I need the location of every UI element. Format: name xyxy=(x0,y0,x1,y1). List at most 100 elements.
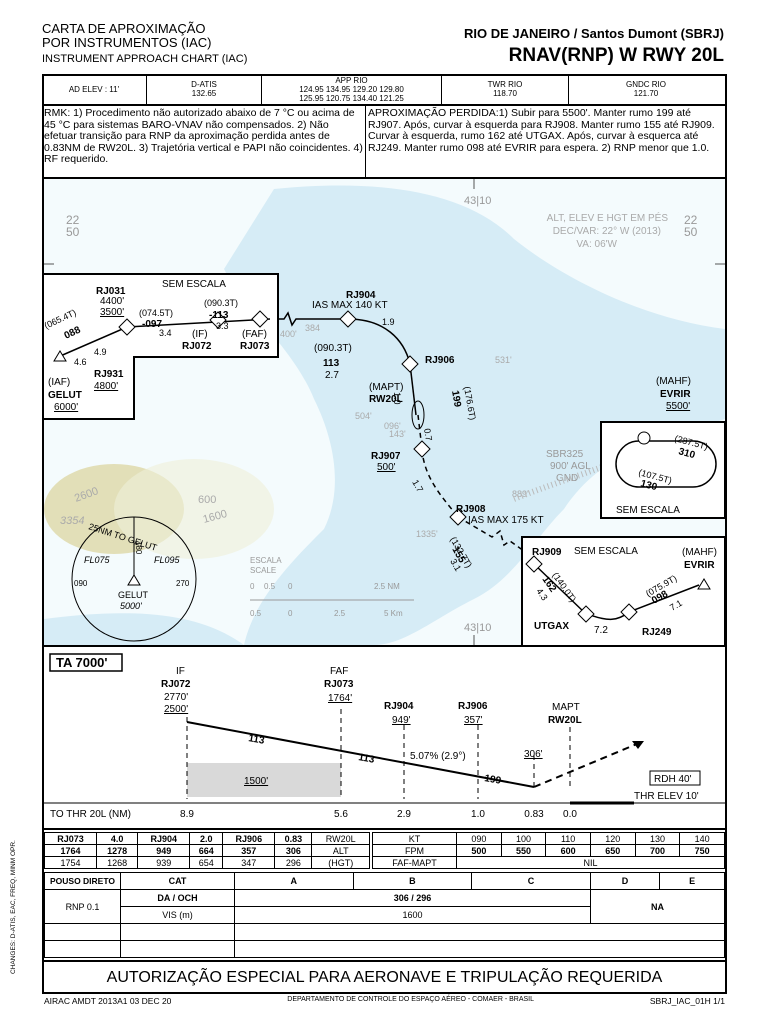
gndc-freq: 121.70 xyxy=(633,89,659,98)
rj904-alt: 949' xyxy=(392,715,411,726)
course-090: (090.3T) xyxy=(204,298,238,308)
datis-freq: 132.65 xyxy=(191,89,217,98)
inset-box-right xyxy=(521,536,725,645)
obst-531: 531' xyxy=(495,355,512,365)
obst-143: 143' xyxy=(389,429,406,439)
dist-4-9: 4.9 xyxy=(94,347,107,357)
cell: 700 xyxy=(634,844,681,857)
cell: RJ904 xyxy=(137,832,191,845)
sbr325-label: SBR325 xyxy=(546,449,584,460)
procedure-header: RIO DE JANEIRO / Santos Dumont (SBRJ) RN… xyxy=(464,26,724,67)
if-label: (IF) xyxy=(192,329,208,340)
cat-c: C xyxy=(471,872,591,890)
rj906-waypoint xyxy=(401,355,419,373)
terrain-mid xyxy=(114,459,274,559)
alt-table-row: 1754 1268 939 654 347 296 (HGT) xyxy=(44,856,370,869)
mapt-label: (MAPT) xyxy=(369,382,403,393)
cell: 949 xyxy=(137,844,191,857)
taa-gelut-triangle xyxy=(127,574,141,586)
grid-lat-left: 22 xyxy=(66,213,80,227)
cell: FPM xyxy=(372,844,457,857)
h1500: 1500' xyxy=(244,776,268,787)
title-line-1: CARTA DE APROXIMAÇÃO xyxy=(42,21,206,36)
airac-amdt: AIRAC AMDT 2013A1 03 DEC 20 xyxy=(44,996,172,1006)
hold-inset xyxy=(600,421,725,519)
cell: 120 xyxy=(589,832,636,845)
dist-2-9: 2.9 xyxy=(397,809,411,820)
da-och-label: DA / OCH xyxy=(120,889,235,907)
sem-escala-left: SEM ESCALA xyxy=(162,279,226,290)
da-och-value: 306 / 296 xyxy=(234,889,591,907)
remarks-bottom-rule xyxy=(42,177,727,179)
twr-label: TWR RIO xyxy=(487,80,523,89)
rj072-alt-2: 2500' xyxy=(164,704,188,715)
rj908-label: RJ908 xyxy=(456,504,486,515)
rj904-label: RJ904 xyxy=(346,290,376,301)
hold-130: 130 xyxy=(639,478,658,493)
course-199: 199 xyxy=(449,390,463,409)
department: DEPARTAMENTO DE CONTROLE DO ESPAÇO AÉREO… xyxy=(287,996,534,1003)
ta-box xyxy=(49,653,123,672)
cell: 140 xyxy=(679,832,725,845)
speed-table-row: FAF-MAPT NIL xyxy=(372,856,725,869)
rw20l-label: RW20L xyxy=(369,394,403,405)
ias-140: IAS MAX 140 KT xyxy=(312,300,388,311)
rj031-alt-2: 3500' xyxy=(100,307,124,318)
rj908-waypoint xyxy=(449,508,467,526)
cell: RW20L xyxy=(311,832,370,845)
cell: 296 xyxy=(274,856,313,869)
rj906-alt: 357' xyxy=(464,715,483,726)
cell: 130 xyxy=(634,832,681,845)
dist-1-0: 1.0 xyxy=(471,809,485,820)
pouso-direto: POUSO DIRETO xyxy=(44,872,121,890)
taa-fl095: FL095 xyxy=(154,555,181,565)
cell: 100 xyxy=(500,832,547,845)
course-097: -097 xyxy=(142,319,162,330)
twr-freq: 118.70 xyxy=(493,89,517,98)
cell: RJ073 xyxy=(44,832,97,845)
mapt-label: MAPT xyxy=(552,702,580,713)
remarks-divider xyxy=(365,106,366,178)
ocean-water xyxy=(44,613,244,645)
rj031-alt-1: 4400' xyxy=(100,296,124,307)
dist-0-0: 0.0 xyxy=(563,809,577,820)
missed-approach: APROXIMAÇÃO PERDIDA:1) Subir para 5500'.… xyxy=(368,107,715,154)
rj249-waypoint xyxy=(620,603,638,621)
dist-0-83: 0.83 xyxy=(524,809,544,820)
evrir-2: EVRIR xyxy=(684,560,715,571)
gelut-alt: 6000' xyxy=(54,402,78,413)
gelut-label: GELUT xyxy=(48,390,82,401)
scale-km-05: 0.5 xyxy=(250,609,262,618)
remarks: RMK: 1) Procedimento não autorizado abai… xyxy=(44,107,363,165)
glidepath xyxy=(186,721,535,788)
evrir-2-triangle xyxy=(697,578,711,590)
title-line-3: INSTRUMENT APPROACH CHART (IAC) xyxy=(42,53,248,65)
rnp-value: RNP 0.1 xyxy=(44,889,121,924)
map-bottom-rule xyxy=(42,645,727,647)
cell: (HGT) xyxy=(311,856,370,869)
cell: 1268 xyxy=(95,856,139,869)
vis-label: VIS (m) xyxy=(120,906,235,924)
course-090b: (090.3T) xyxy=(314,343,352,354)
msa-1500-area xyxy=(187,763,341,797)
rj907-alt: 500' xyxy=(377,462,396,473)
obst-889: 889' xyxy=(512,489,529,499)
cell: 1754 xyxy=(44,856,97,869)
obst-400: 400' xyxy=(280,329,297,339)
cell: 2.0 xyxy=(189,832,224,845)
thr-elev: THR ELEV 10' xyxy=(634,791,699,802)
plan-view-map: 22 50 22 50 43|10 43|10 ALT, ELEV E HGT … xyxy=(44,179,725,645)
cat-b: B xyxy=(352,872,473,890)
mahf-2: (MAHF) xyxy=(682,547,717,558)
alt-table-row: RJ073 4.0 RJ904 2.0 RJ906 0.83 RW20L xyxy=(44,832,370,845)
rdh-label: RDH 40' xyxy=(654,774,692,785)
missed-path xyxy=(533,740,645,788)
to-thr-label: TO THR 20L (NM) xyxy=(50,809,131,820)
cell: 306 xyxy=(274,844,313,857)
sem-escala-hold: SEM ESCALA xyxy=(616,505,680,516)
rj931-label: RJ931 xyxy=(94,369,124,380)
cat-header: CAT xyxy=(120,872,235,890)
